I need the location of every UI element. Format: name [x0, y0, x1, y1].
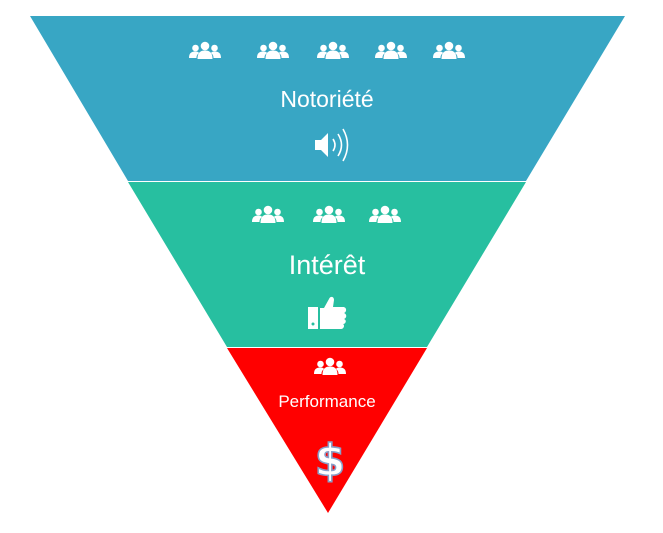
stage-label-interet: Intérêt — [288, 250, 366, 280]
stage-label-notoriete: Notoriété — [280, 86, 374, 112]
svg-text:$: $ — [315, 435, 346, 486]
funnel-stage-performance — [227, 348, 427, 513]
funnel-stage-interet — [128, 182, 526, 347]
thumbs-up-icon — [308, 296, 347, 329]
dollar-icon: $ — [314, 434, 346, 487]
speaker-icon — [315, 128, 349, 162]
stage-label-performance: Performance — [278, 392, 376, 411]
funnel-stage-notoriete — [30, 16, 625, 181]
